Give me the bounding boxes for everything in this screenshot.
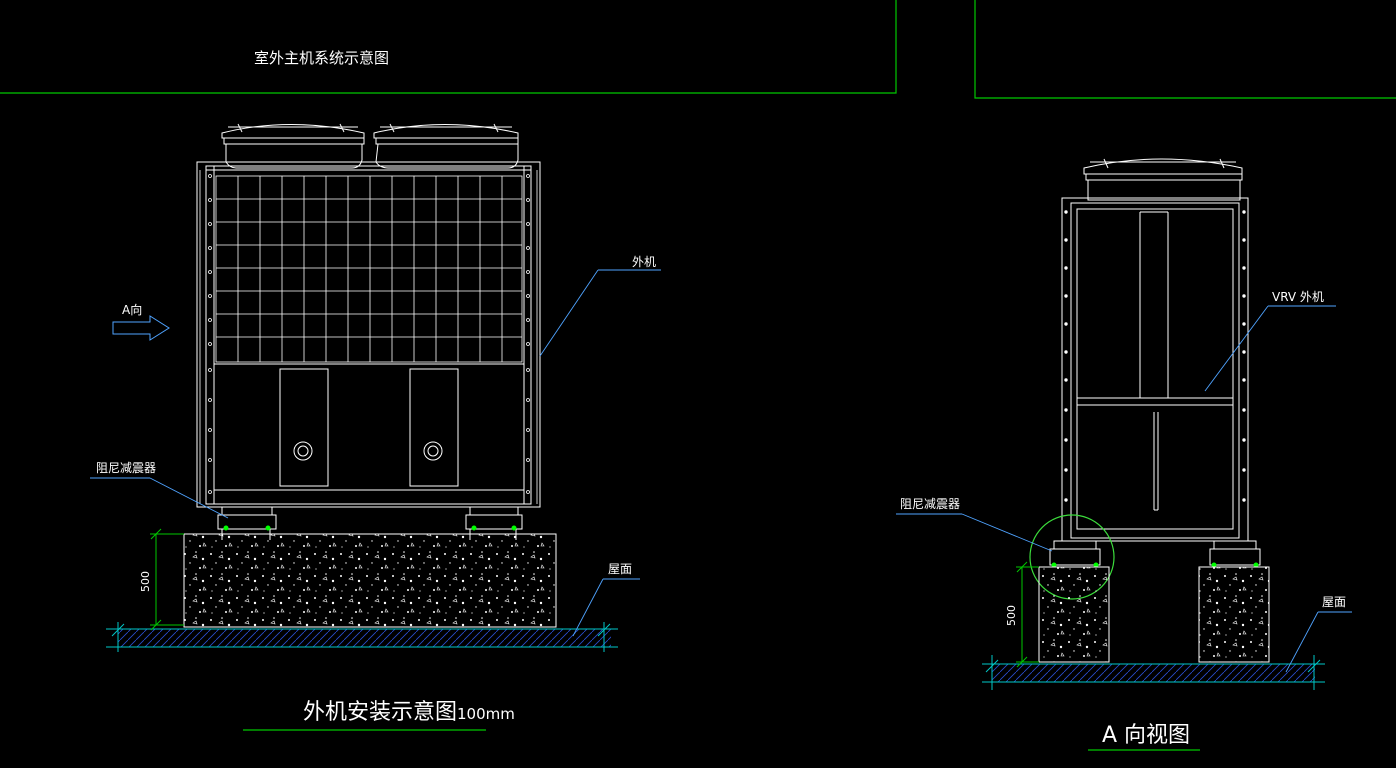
side-rails [199, 170, 538, 504]
front-caption-text: 外机安装示意图 [303, 700, 457, 725]
damper-side-right [1209, 540, 1261, 568]
title-frame-right [974, 0, 1396, 99]
title-block-text: 室外主机系统示意图 [254, 49, 389, 67]
leader-damper-side [896, 513, 1053, 552]
damper-label-front: 阻尼减震器 [96, 461, 156, 475]
concrete-base-front [183, 533, 557, 628]
unit-label-side: VRV 外机 [1272, 290, 1324, 304]
damper-label-side: 阻尼减震器 [900, 497, 960, 511]
leader-damper-front [90, 477, 229, 519]
leader-roof-side [1285, 611, 1352, 673]
unit-label-front: 外机 [632, 255, 656, 269]
dimension-text-side: 500 [1005, 605, 1018, 626]
concrete-pedestal-left [1038, 566, 1110, 663]
dimension-500-side [1016, 561, 1039, 668]
access-panel-left [279, 368, 329, 487]
access-panel-right [409, 368, 459, 487]
leader-unit-front [539, 269, 661, 357]
fan-side [1083, 158, 1243, 201]
leader-roof-front [572, 578, 640, 637]
damper-right [465, 506, 523, 540]
dimension-text-front: 500 [139, 571, 152, 592]
roof-label-front: 屋面 [608, 562, 632, 576]
direction-arrow-a [112, 315, 170, 341]
fan-right [373, 123, 519, 169]
ground-side [982, 655, 1325, 690]
coil-grid [215, 175, 523, 363]
roof-label-side: 屋面 [1322, 595, 1346, 609]
title-frame-left [0, 0, 897, 94]
ground-front [106, 622, 618, 652]
outdoor-unit-body [196, 161, 541, 508]
fan-left [221, 123, 365, 169]
side-rails-side [1064, 210, 1246, 502]
front-caption-scale: 100mm [457, 705, 515, 723]
front-view-caption: 外机安装示意图100mm [303, 700, 515, 725]
vrv-unit-body [1061, 197, 1249, 542]
damper-side-left [1049, 540, 1101, 568]
side-view: 500 VRV 外机 阻尼减震器 屋面 A 向视图 [896, 158, 1352, 751]
side-view-caption: A 向视图 [1102, 723, 1190, 748]
front-view: 500 A向 外机 阻尼减震器 屋面 外机安装示意图100mm [90, 123, 661, 731]
leader-unit-side [1204, 305, 1336, 392]
dimension-500-front [150, 528, 184, 631]
direction-label-a: A向 [122, 302, 142, 317]
concrete-pedestal-right [1198, 566, 1270, 663]
